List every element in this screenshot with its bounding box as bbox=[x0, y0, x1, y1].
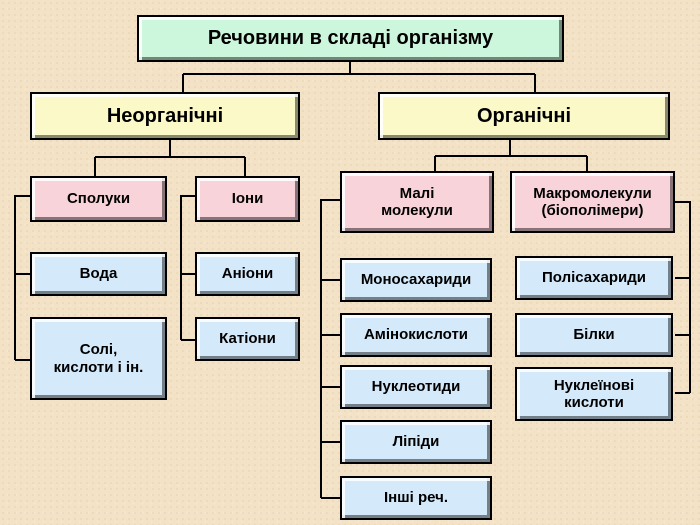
group-compounds-label: Сполуки bbox=[66, 190, 131, 208]
item-label: Білки bbox=[573, 326, 615, 344]
item-label: Нуклеїнові кислоти bbox=[553, 376, 635, 411]
connector-inorganic bbox=[94, 140, 246, 176]
connector-macro bbox=[675, 201, 691, 394]
group-small-molecules-label: Малі молекули bbox=[381, 184, 453, 219]
item-lipids: Ліпіди bbox=[340, 420, 492, 464]
item-monosaccharides: Моносахариди bbox=[340, 258, 492, 302]
item-proteins: Білки bbox=[515, 313, 673, 357]
item-label: Полісахариди bbox=[542, 269, 646, 287]
group-ions: Іони bbox=[195, 176, 300, 222]
group-ions-label: Іони bbox=[231, 190, 264, 208]
item-polysaccharides: Полісахариди bbox=[515, 256, 673, 300]
item-label: Амінокислоти bbox=[363, 326, 469, 344]
root-label: Речовини в складі організму bbox=[207, 27, 494, 49]
item-nucleotides: Нуклеотиди bbox=[340, 365, 492, 409]
connector-small bbox=[320, 199, 340, 499]
item-anions: Аніони bbox=[195, 252, 300, 296]
category-inorganic-label: Неорганічні bbox=[106, 104, 224, 127]
item-label: Нуклеотиди bbox=[371, 378, 461, 396]
item-salts: Солі, кислоти і ін. bbox=[30, 317, 167, 400]
group-macromolecules-label: Макромолекули (біополімери) bbox=[533, 184, 652, 219]
root-box: Речовини в складі організму bbox=[137, 15, 564, 62]
item-label: Ліпіди bbox=[392, 433, 440, 451]
item-label: Вода bbox=[79, 265, 118, 283]
item-label: Моносахариди bbox=[360, 271, 472, 289]
connector-ions bbox=[180, 195, 195, 341]
item-cations: Катіони bbox=[195, 317, 300, 361]
category-inorganic: Неорганічні bbox=[30, 92, 300, 140]
item-amino-acids: Амінокислоти bbox=[340, 313, 492, 357]
group-compounds: Сполуки bbox=[30, 176, 167, 222]
item-nucleic-acids: Нуклеїнові кислоти bbox=[515, 367, 673, 421]
item-label: Катіони bbox=[219, 330, 276, 348]
connector-compounds bbox=[14, 195, 30, 361]
category-organic: Органічні bbox=[378, 92, 670, 140]
group-small-molecules: Малі молекули bbox=[340, 171, 494, 233]
connector-root bbox=[182, 62, 536, 92]
connector-organic bbox=[434, 140, 588, 171]
group-macromolecules: Макромолекули (біополімери) bbox=[510, 171, 675, 233]
item-label: Солі, кислоти і ін. bbox=[53, 341, 144, 376]
item-water: Вода bbox=[30, 252, 167, 296]
category-organic-label: Органічні bbox=[476, 104, 572, 127]
item-other-substances: Інші реч. bbox=[340, 476, 492, 520]
item-label: Інші реч. bbox=[383, 489, 449, 507]
item-label: Аніони bbox=[221, 265, 274, 283]
